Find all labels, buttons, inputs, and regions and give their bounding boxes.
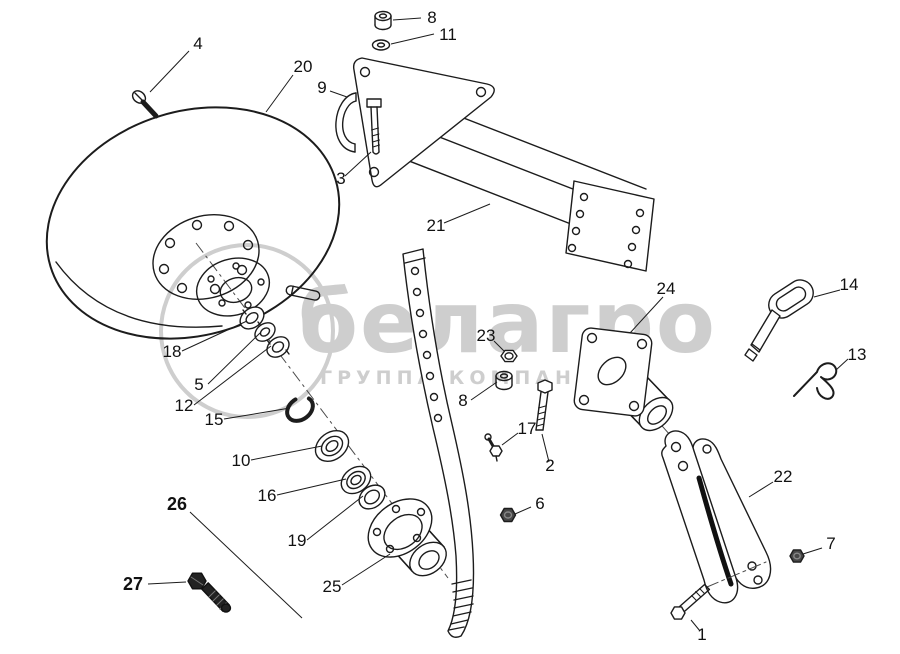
- disc-rim-edge: [55, 261, 223, 328]
- callout-flat-screw: 4: [193, 34, 202, 53]
- leader-1: [690, 619, 701, 632]
- callout-nut-top: 8: [427, 8, 436, 27]
- leader-13: [835, 358, 849, 371]
- leader-3: [344, 151, 372, 177]
- flat-screw: [131, 90, 159, 119]
- callout-vertical-bolt: 3: [336, 169, 345, 188]
- dark-nut: [789, 549, 805, 563]
- callout-clamp-bracket: 9: [317, 78, 326, 97]
- callout-hub: 25: [323, 577, 342, 596]
- callout-bearing-outer: 10: [232, 451, 251, 470]
- leader-17: [501, 432, 519, 446]
- callout-flange-plate: 24: [657, 279, 676, 298]
- callout-grease-fitting: 17: [518, 419, 537, 438]
- callout-scraper-arm: 22: [774, 467, 793, 486]
- leader-2: [541, 433, 550, 463]
- callout-small-nut: 6: [535, 494, 544, 513]
- key-pin: [744, 279, 814, 362]
- leader-4: [149, 50, 190, 93]
- disc: [45, 106, 341, 340]
- leader-26: [189, 511, 303, 619]
- hub-nut: [266, 336, 290, 358]
- leader-20: [265, 74, 294, 113]
- callout-tab-washer: 5: [194, 375, 203, 394]
- callout-numbers: 8 11 4 20 9 3 21 24 14 13 23 8 2 17 6 22…: [123, 8, 866, 644]
- callout-bearing-inner: 16: [258, 486, 277, 505]
- leader-16: [276, 478, 347, 496]
- leader-14: [813, 289, 841, 298]
- leader-6: [514, 506, 532, 515]
- callout-hub-nut: 12: [175, 396, 194, 415]
- callout-washer-top: 11: [439, 25, 457, 44]
- leader-5: [207, 332, 261, 385]
- leader-23: [493, 340, 505, 352]
- tab-washer: [254, 322, 276, 342]
- leader-25: [341, 553, 391, 586]
- leader-10: [250, 445, 323, 461]
- callout-mid-bolt: 2: [545, 456, 554, 475]
- vertical-bolt: [366, 98, 382, 155]
- callout-r-clip: 13: [848, 345, 867, 364]
- slotted-nut: [239, 306, 265, 330]
- r-clip: [793, 362, 838, 400]
- bolt-axis-line: [706, 561, 767, 588]
- callout-slotted-nut: 18: [163, 342, 182, 361]
- watermark-subtitle: ГРУППА КОМПАНИЙ: [320, 366, 618, 389]
- leader-12: [193, 345, 272, 406]
- shank-bar: [402, 248, 475, 638]
- top-nut: [374, 10, 392, 31]
- leader-lines: [147, 17, 849, 632]
- leader-21: [443, 203, 491, 224]
- callout-seal-ring: 19: [288, 531, 307, 550]
- top-washer: [371, 39, 391, 51]
- leader-9: [329, 90, 348, 98]
- square-beam: [367, 93, 655, 272]
- bearing-inner: [340, 465, 372, 495]
- small-nut: [499, 507, 517, 523]
- shank-grip-hatch: [448, 579, 474, 631]
- callout-key-pin: 14: [840, 275, 859, 294]
- leader-19: [306, 495, 364, 541]
- callout-nut-mid: 8: [458, 391, 467, 410]
- watermark-ring: [159, 243, 335, 419]
- leader-15: [223, 407, 291, 420]
- leader-11: [390, 33, 435, 45]
- lock-nut: [500, 349, 518, 363]
- beam-end-plate: [565, 180, 655, 272]
- plug-screw: [187, 572, 232, 613]
- seal-ring: [358, 484, 386, 510]
- leader-7: [802, 547, 823, 555]
- u-clamp: [335, 92, 357, 153]
- flange-plate-bushing: [573, 327, 674, 432]
- grease-fitting: [484, 433, 503, 462]
- lower-bolt: [670, 583, 711, 620]
- scraper-blade-edge: [696, 475, 734, 587]
- callout-lower-bolt: 1: [697, 625, 706, 644]
- leader-27: [147, 581, 187, 585]
- clamp-bracket: [335, 57, 495, 188]
- mid-bolt: [535, 379, 553, 431]
- mid-nut: [495, 370, 513, 391]
- scraper-arm: [661, 430, 772, 604]
- snap-ring: [285, 395, 315, 423]
- leader-24: [629, 296, 664, 334]
- callout-lock-nut: 23: [477, 326, 496, 345]
- callout-assembly: 26: [167, 494, 187, 514]
- callout-square-beam: 21: [427, 216, 446, 235]
- roll-pin: [285, 285, 321, 301]
- callout-disc: 20: [294, 57, 313, 76]
- callout-snap-ring: 15: [205, 410, 224, 429]
- leader-8-top: [392, 17, 422, 21]
- hub: [367, 498, 447, 577]
- callout-plug-screw: 27: [123, 574, 143, 594]
- bearing-outer: [314, 430, 350, 462]
- leader-18: [181, 320, 248, 352]
- leader-8-mid: [470, 381, 498, 401]
- leader-22: [748, 481, 774, 498]
- callout-dark-nut: 7: [826, 534, 835, 553]
